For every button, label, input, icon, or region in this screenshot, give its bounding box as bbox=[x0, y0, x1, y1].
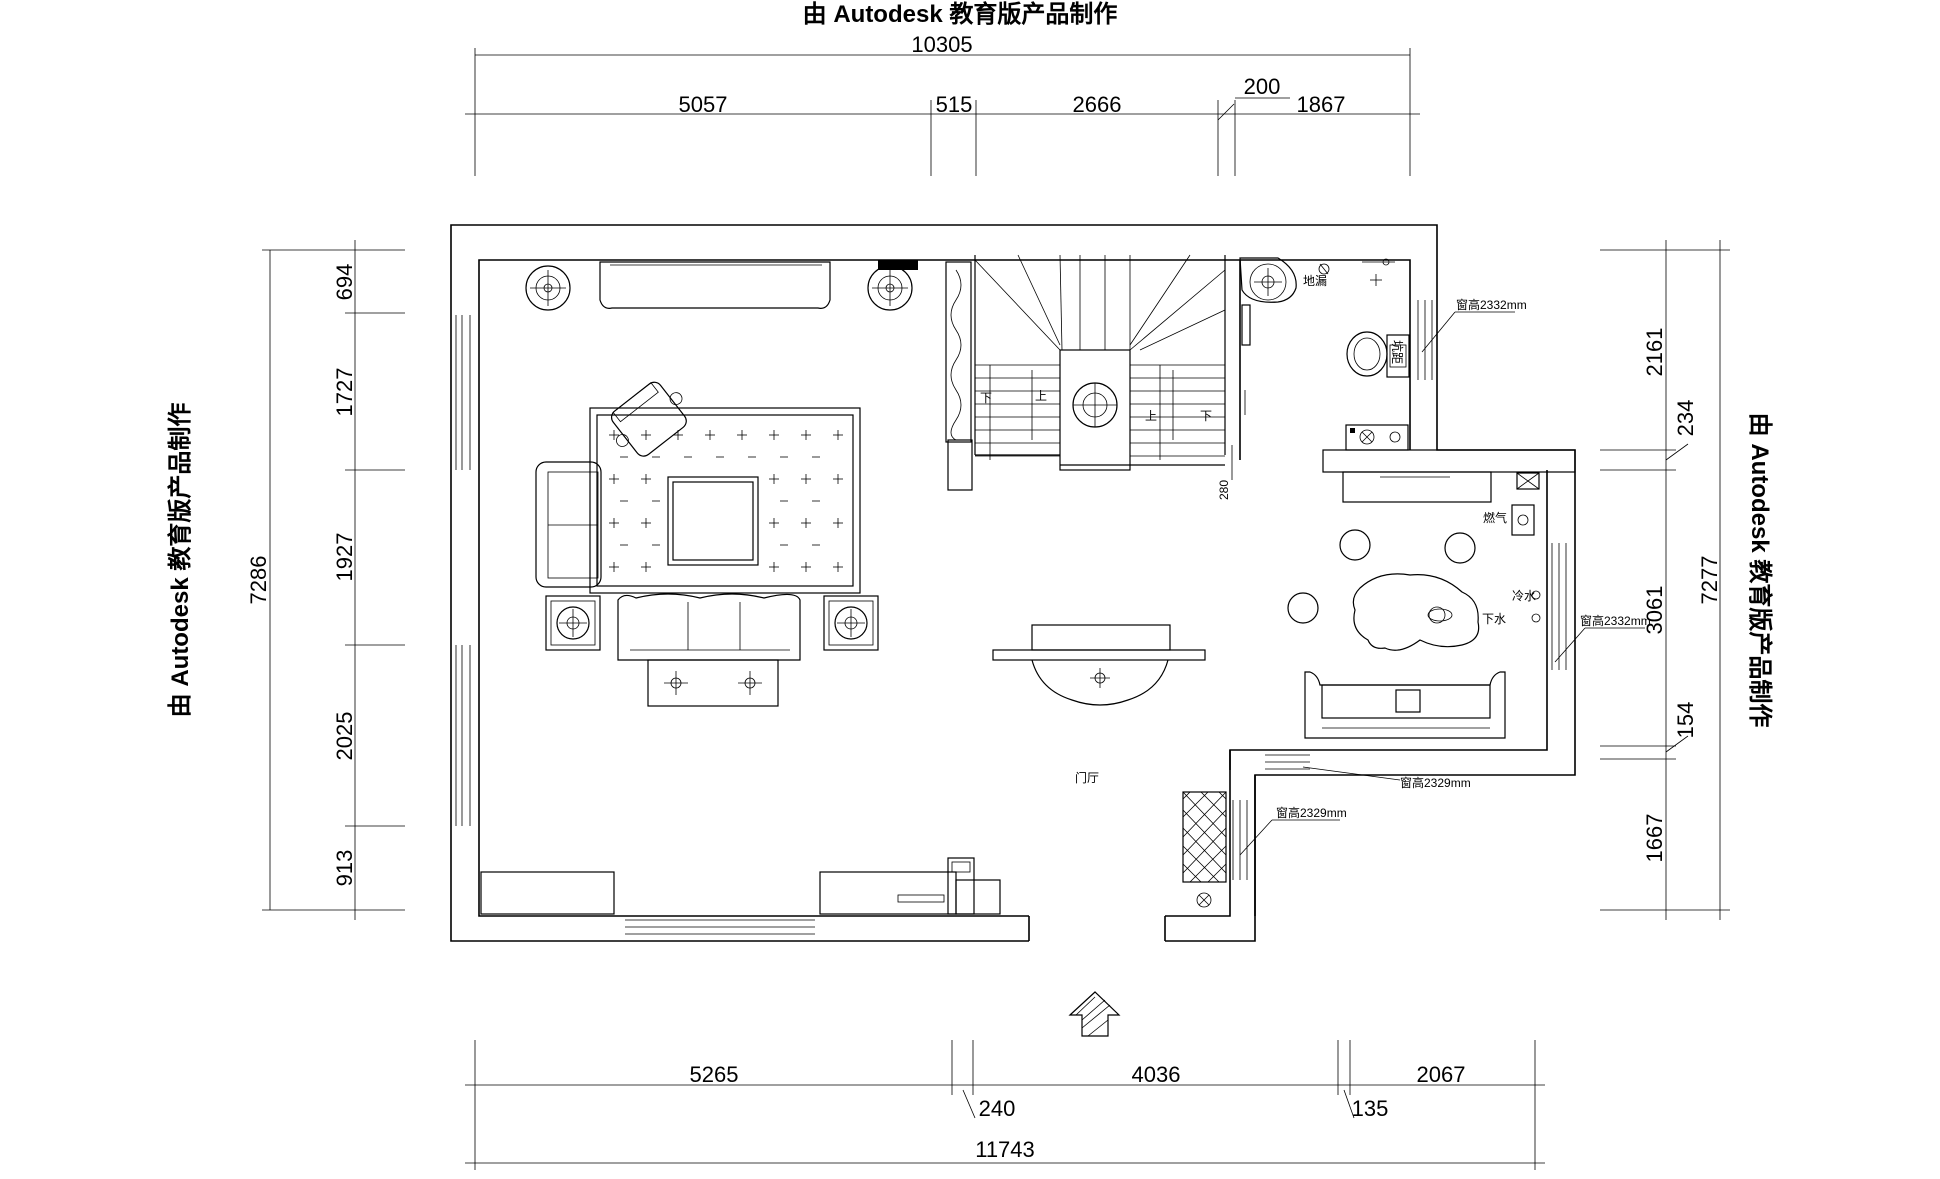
armchair bbox=[610, 381, 687, 457]
stair-label-up-2: 上 bbox=[1145, 409, 1157, 423]
label-toilet-pit: 坑距 bbox=[1390, 340, 1405, 364]
shower-icon bbox=[1362, 258, 1395, 286]
callout-window-upper bbox=[1421, 311, 1515, 353]
kitchen-island bbox=[1352, 573, 1480, 651]
dim-left-5: 913 bbox=[332, 850, 357, 887]
label-window-lower-2: 窗高2329mm bbox=[1276, 805, 1347, 820]
dim-bottom-5: 2067 bbox=[1417, 1062, 1466, 1087]
side-table-lamp-icon bbox=[823, 595, 879, 651]
gas-meter-icon bbox=[1511, 504, 1535, 536]
bottom-cabinet-right bbox=[819, 857, 1001, 915]
dim-right-3: 3061 bbox=[1642, 586, 1667, 635]
window-lower-1 bbox=[1265, 754, 1310, 770]
watermark-right: 由 Autodesk 教育版产品制作 bbox=[1746, 413, 1774, 728]
dim-bottom-2: 240 bbox=[979, 1096, 1016, 1121]
washing-machine bbox=[1345, 424, 1409, 451]
stair-label-down-2: 下 bbox=[1200, 409, 1212, 423]
exterior-walls bbox=[450, 224, 1576, 942]
dim-top-3: 2666 bbox=[1073, 92, 1122, 117]
dim-left-2: 1727 bbox=[332, 368, 357, 417]
bar-stool-icon bbox=[1287, 592, 1319, 624]
entrance-arrow-icon bbox=[1068, 991, 1121, 1037]
dim-right-total: 7277 bbox=[1697, 556, 1722, 605]
wash-basin bbox=[1239, 257, 1330, 303]
dim-left-total: 7286 bbox=[246, 556, 271, 605]
dim-right-2: 234 bbox=[1673, 400, 1698, 437]
dim-top-total: 10305 bbox=[911, 32, 972, 57]
speaker-icon bbox=[525, 265, 571, 311]
label-drain: 下水 bbox=[1482, 612, 1506, 626]
label-floor-drain: 地漏 bbox=[1303, 274, 1327, 288]
bathroom-shelf bbox=[1241, 304, 1251, 346]
dining-sideboard bbox=[1304, 671, 1506, 739]
dim-left-3: 1927 bbox=[332, 533, 357, 582]
toilet bbox=[1346, 331, 1410, 378]
ottoman-marker-icon bbox=[664, 671, 762, 695]
dim-left-4: 2025 bbox=[332, 712, 357, 761]
left-dimension-lines bbox=[262, 240, 405, 920]
window-lower-2 bbox=[1232, 800, 1248, 880]
dim-bottom-3: 4036 bbox=[1132, 1062, 1181, 1087]
dim-right-1: 2161 bbox=[1642, 328, 1667, 377]
bottom-dimension-lines bbox=[465, 1040, 1545, 1170]
dim-top-5: 1867 bbox=[1297, 92, 1346, 117]
stair-label-down-1: 下 bbox=[980, 391, 992, 405]
label-cold-water: 冷水 bbox=[1512, 589, 1536, 603]
sofa-main bbox=[617, 593, 801, 707]
bottom-cabinet-left bbox=[480, 871, 615, 915]
kitchen-counter-top bbox=[1342, 471, 1540, 503]
stair-label-up-1: 上 bbox=[1035, 389, 1047, 403]
side-table-lamp-icon bbox=[545, 595, 601, 651]
right-dimension-lines bbox=[1600, 240, 1730, 920]
callout-window-kitchen bbox=[1554, 627, 1645, 663]
area-rug bbox=[589, 407, 861, 594]
window-left-lower bbox=[455, 645, 471, 826]
label-window-kitchen: 窗高2332mm bbox=[1580, 613, 1651, 628]
label-gas: 燃气 bbox=[1483, 510, 1507, 525]
room-label-foyer: 门厅 bbox=[1075, 770, 1099, 785]
speaker-icon bbox=[867, 265, 913, 311]
dim-top-1: 5057 bbox=[679, 92, 728, 117]
callout-window-lower-2 bbox=[1239, 819, 1340, 856]
window-left-upper bbox=[455, 315, 471, 470]
tv-cabinet bbox=[599, 260, 918, 309]
watermark-top: 由 Autodesk 教育版产品制作 bbox=[803, 0, 1118, 28]
dim-bottom-1: 5265 bbox=[690, 1062, 739, 1087]
dim-right-5: 1667 bbox=[1642, 814, 1667, 863]
dim-right-4: 154 bbox=[1673, 702, 1698, 739]
dim-top-4: 200 bbox=[1244, 74, 1281, 99]
staircase bbox=[945, 254, 1226, 491]
dim-bottom-4: 135 bbox=[1352, 1096, 1389, 1121]
dim-top-2: 515 bbox=[936, 92, 973, 117]
top-dimension-lines bbox=[465, 48, 1420, 176]
window-bottom bbox=[625, 919, 815, 935]
label-window-upper: 窗高2332mm bbox=[1456, 297, 1527, 312]
dim-left-1: 694 bbox=[332, 264, 357, 301]
shoe-cabinet bbox=[1182, 791, 1227, 908]
dim-stair-gap: 280 bbox=[1217, 480, 1231, 500]
window-bathroom bbox=[1417, 300, 1433, 380]
label-window-lower-1: 窗高2329mm bbox=[1400, 775, 1471, 790]
bar-stool-icon bbox=[1444, 532, 1476, 564]
watermark-left: 由 Autodesk 教育版产品制作 bbox=[166, 403, 194, 718]
callout-window-lower-1 bbox=[1302, 766, 1401, 781]
sofa-side bbox=[535, 461, 602, 588]
foyer-console bbox=[992, 624, 1206, 706]
dim-bottom-total: 11743 bbox=[975, 1137, 1035, 1162]
bar-stool-icon bbox=[1339, 529, 1371, 561]
coffee-table bbox=[667, 476, 759, 566]
window-kitchen bbox=[1551, 543, 1567, 670]
